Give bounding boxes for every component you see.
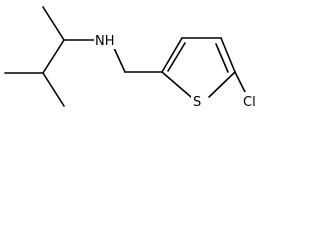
bond-c4-c5-thiophene-double <box>215 43 229 73</box>
sulfur-label-background <box>191 93 206 111</box>
bond-c1-c2 <box>42 6 65 41</box>
structure-canvas: NH S Cl <box>0 0 267 124</box>
bond-c2-c3 <box>42 39 65 74</box>
sulfur-label: S <box>193 95 201 110</box>
molecule-structure: NH S Cl <box>4 6 265 111</box>
chlorine-label: Cl <box>243 95 256 110</box>
chlorine-label-background <box>242 92 265 110</box>
nh-label-background <box>94 31 125 49</box>
bond-c5-s <box>208 71 236 98</box>
bond-n-ch2 <box>113 47 126 73</box>
bond-s-c2 <box>161 71 192 98</box>
bond-c2-c3-thiophene <box>161 37 183 73</box>
bond-c2-c3-thiophene-double <box>167 42 186 72</box>
bond-c4-c5-thiophene <box>220 37 236 73</box>
nh-label: NH <box>95 34 115 49</box>
bond-c3-c5 <box>42 72 65 107</box>
